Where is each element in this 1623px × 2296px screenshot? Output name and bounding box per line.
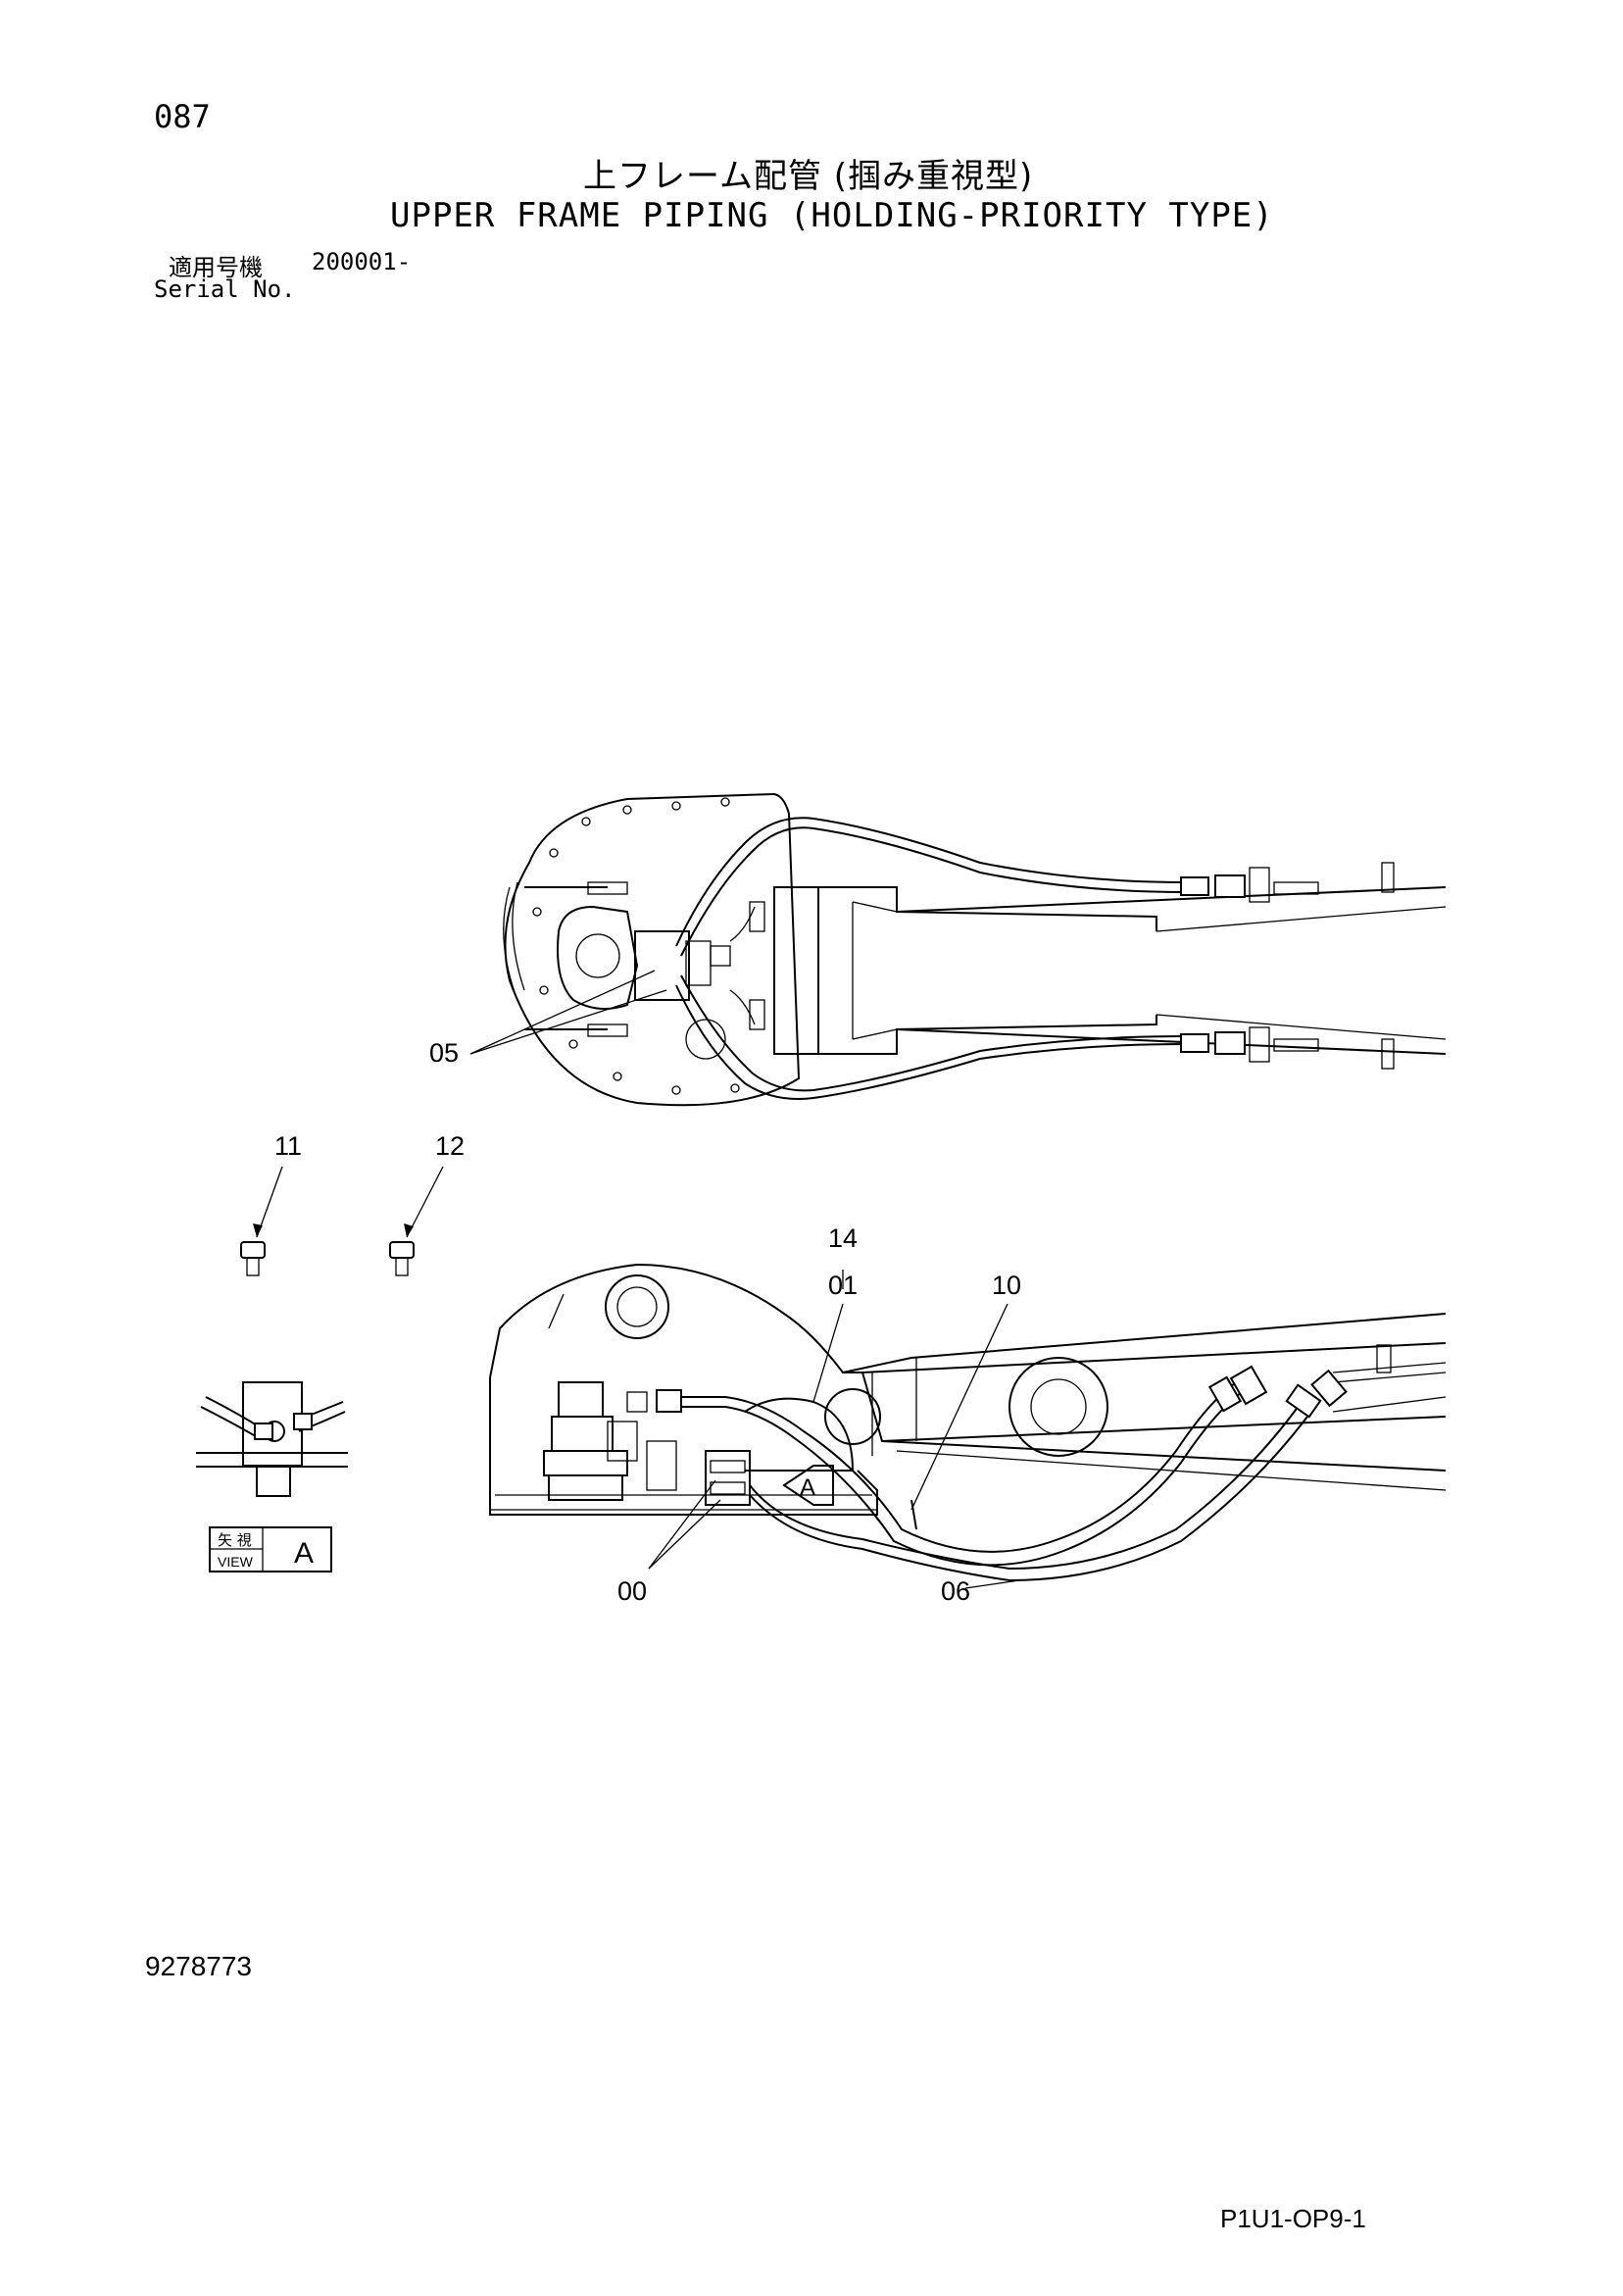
- bolt-holes: [532, 797, 740, 1095]
- view-label-letter: A: [294, 1537, 314, 1570]
- callout-14: 14: [828, 1223, 858, 1253]
- view-label-japanese: 矢 視: [218, 1531, 252, 1549]
- callout-00: 00: [617, 1576, 647, 1606]
- page-code: P1U1-OP9-1: [1220, 2204, 1366, 2233]
- top-view-drawing: [469, 792, 1447, 1107]
- serial-value: 200001-: [312, 248, 412, 275]
- callout-06: 06: [941, 1576, 970, 1606]
- document-number: 9278773: [145, 1951, 253, 1981]
- arrow-a-label: A: [800, 1474, 815, 1501]
- bolt-12: [389, 1166, 444, 1276]
- callout-12: 12: [435, 1131, 465, 1161]
- callout-10: 10: [992, 1271, 1021, 1300]
- bolt-11: [240, 1166, 283, 1276]
- serial-label-english: Serial No.: [154, 275, 296, 303]
- view-label-english: VIEW: [218, 1554, 254, 1570]
- swing-motor-side: [543, 1381, 677, 1501]
- view-arrow-a: [782, 1465, 834, 1506]
- hoses-top-view: [675, 817, 1187, 1100]
- callout-11: 11: [274, 1131, 302, 1161]
- page-title-english: UPPER FRAME PIPING (HOLDING-PRIORITY TYP…: [390, 196, 1274, 235]
- serial-label-japanese: 適用号機: [169, 254, 263, 281]
- callout-05: 05: [429, 1038, 459, 1068]
- page-number: 087: [154, 98, 211, 135]
- hose-fittings-side: [656, 1344, 1392, 1419]
- hose-fittings-top: [1180, 862, 1395, 1070]
- view-a-detail: [196, 1381, 348, 1572]
- page-title-japanese: 上フレーム配管 (掴み重視型): [583, 157, 1034, 196]
- side-view-drawing: [489, 1263, 1447, 1589]
- callout-01: 01: [828, 1271, 858, 1300]
- hoses-side-view: [676, 1362, 1447, 1582]
